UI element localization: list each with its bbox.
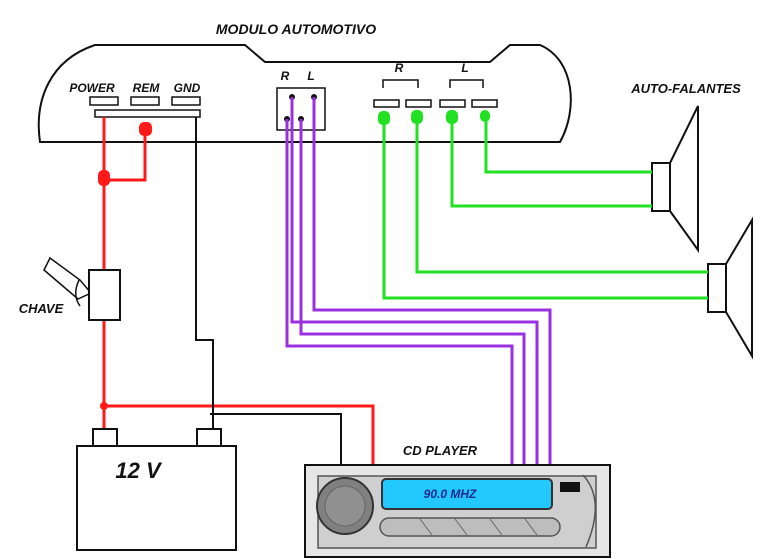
- switch-body: [88, 269, 121, 321]
- speaker-top: [651, 105, 699, 254]
- eject-button: [560, 482, 580, 492]
- faceplate-edge: [582, 474, 597, 548]
- battery-voltage-label: 12 V: [115, 458, 163, 483]
- speaker-magnet: [707, 263, 727, 313]
- power-wire: [104, 404, 375, 465]
- switch-key-icon: [43, 256, 93, 300]
- rca-cable: [299, 119, 526, 466]
- rca-left-label: L: [307, 69, 314, 83]
- ground-wire: [210, 413, 342, 465]
- speaker-wire: [382, 120, 708, 300]
- display-frequency: 90.0 MHZ: [424, 487, 477, 501]
- rca-cable: [290, 97, 539, 466]
- wire-connector: [411, 110, 423, 124]
- ground-wires: [195, 117, 342, 465]
- gnd-terminal-label: GND: [174, 81, 201, 95]
- rem-terminal-label: REM: [133, 81, 161, 95]
- switch-label: CHAVE: [19, 301, 64, 316]
- output-right-label: R: [395, 61, 404, 75]
- rca-cable: [312, 97, 552, 466]
- speaker-wire-connectors: [378, 110, 490, 125]
- volume-knob-highlight: [324, 485, 366, 527]
- speaker-wire: [484, 118, 652, 174]
- cd-slot: [379, 517, 561, 537]
- speaker-wire: [415, 120, 708, 274]
- amplifier-module: MODULO AUTOMOTIVO POWER REM GND R L R L: [37, 21, 572, 143]
- rem-terminal: [130, 96, 160, 106]
- cd-player-label: CD PLAYER: [403, 443, 478, 458]
- rca-right-label: R: [281, 69, 290, 83]
- speaker-cone: [725, 216, 753, 360]
- speaker-wires: [382, 118, 708, 300]
- cd-player: CD PLAYER 90.0 MHZ: [304, 443, 611, 558]
- junction-dot: [100, 402, 108, 410]
- module-title: MODULO AUTOMOTIVO: [216, 21, 376, 37]
- wire-connector: [446, 110, 458, 124]
- speakers: AUTO-FALANTES: [630, 81, 753, 360]
- power-terminal-label: POWER: [69, 81, 115, 95]
- battery-body: [76, 445, 237, 551]
- gnd-terminal: [171, 96, 201, 106]
- speaker-output-terminal: [405, 99, 432, 108]
- remote-wire: [104, 130, 147, 182]
- power-wires: [102, 117, 375, 465]
- wire-connector: [480, 110, 490, 122]
- speaker-wire: [450, 120, 652, 208]
- speaker-magnet: [651, 162, 671, 212]
- wire-connector: [139, 122, 152, 136]
- speaker-output-terminal: [471, 99, 498, 108]
- speakers-label: AUTO-FALANTES: [630, 81, 741, 96]
- battery: 12 V: [76, 428, 237, 551]
- terminal-strip: [94, 109, 201, 118]
- rca-cable: [285, 119, 514, 466]
- wire-connector: [378, 111, 390, 125]
- output-right-bracket: [382, 79, 419, 88]
- switch-key-bow: [75, 279, 81, 307]
- wire-connector: [98, 170, 110, 186]
- ground-wire: [195, 117, 214, 428]
- battery-positive-terminal: [92, 428, 118, 448]
- rca-cables: [285, 97, 552, 466]
- radio-display: [381, 478, 553, 510]
- speaker-cone: [669, 105, 699, 254]
- speaker-bottom: [707, 216, 753, 360]
- speaker-output-terminal: [439, 99, 466, 108]
- power-terminal: [89, 96, 119, 106]
- output-left-label: L: [461, 61, 468, 75]
- ignition-switch: CHAVE: [19, 256, 121, 321]
- output-left-bracket: [449, 79, 484, 88]
- power-wire-connectors: [98, 122, 152, 410]
- speaker-output-terminal: [373, 99, 400, 108]
- cd-slot-ridges: [419, 518, 538, 536]
- battery-negative-terminal: [196, 428, 222, 448]
